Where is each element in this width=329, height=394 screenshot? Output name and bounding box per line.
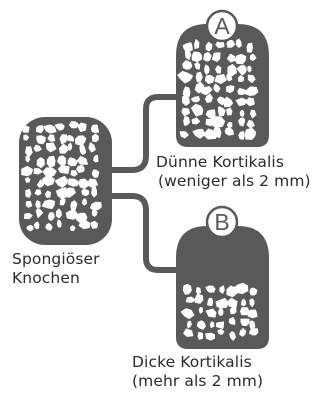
pore-shape [228, 122, 232, 128]
pore-shape [183, 61, 192, 69]
pore-shape [46, 224, 52, 230]
pore-shape [239, 118, 245, 126]
pore-shape [250, 299, 254, 306]
pore-shape [213, 53, 220, 62]
pore-shape [250, 288, 257, 295]
pore-shape [184, 117, 190, 126]
pore-shape [241, 319, 249, 325]
badge-a: A [207, 11, 237, 41]
pore-shape [205, 65, 209, 74]
pore-shape [239, 132, 244, 140]
pore-shape [218, 330, 224, 335]
pore-shape [211, 117, 224, 128]
pore-shape [229, 318, 234, 324]
thick-cortical-bone-icon [176, 226, 269, 349]
pore-shape [195, 294, 202, 303]
pore-shape [68, 143, 71, 150]
thin-cortical-bone-icon [176, 24, 269, 147]
pore-shape [91, 222, 97, 229]
badge-b-letter: B [214, 209, 229, 235]
pore-shape [57, 220, 61, 227]
pore-shape [216, 66, 221, 73]
pore-shape [82, 189, 89, 195]
pore-shape [197, 288, 201, 295]
pore-shape [184, 284, 192, 294]
pore-shape [83, 199, 87, 205]
pore-shape [57, 209, 62, 218]
pore-shape [242, 299, 246, 306]
pore-shape [47, 156, 55, 167]
pore-shape [192, 52, 201, 61]
pore-shape [43, 200, 55, 208]
pore-shape [37, 136, 45, 144]
pore-shape [204, 53, 211, 61]
pore-shape [71, 226, 75, 231]
pore-shape [35, 190, 41, 195]
pore-shape [220, 286, 224, 293]
pore-shape [225, 128, 233, 135]
pore-shape [247, 310, 257, 318]
pore-shape [26, 202, 31, 208]
option-b-label-line1: Dicke Kortikalis [132, 353, 252, 372]
pore-shape [26, 156, 30, 162]
pore-shape [247, 43, 252, 52]
option-b-label-line2: (mehr als 2 mm) [132, 372, 263, 391]
pore-shape [92, 125, 99, 133]
pore-shape [236, 39, 241, 47]
pore-shape [250, 329, 258, 335]
connector-line-to-b [112, 196, 176, 270]
pore-shape [22, 126, 29, 132]
pore-shape [35, 222, 39, 228]
pore-shape [206, 42, 212, 50]
pore-shape [25, 178, 29, 182]
pore-shape [240, 111, 244, 117]
pore-shape [214, 128, 221, 137]
pore-shape [91, 202, 102, 210]
pore-shape [60, 135, 66, 144]
pore-shape [198, 333, 202, 340]
pore-shape [22, 167, 33, 176]
pore-shape [37, 126, 44, 133]
pore-shape [37, 158, 44, 168]
pore-shape [60, 199, 65, 205]
pore-shape [219, 308, 223, 315]
pore-shape [205, 76, 214, 84]
pore-shape [239, 76, 244, 82]
pore-shape [25, 213, 32, 218]
pore-shape [71, 171, 77, 176]
pore-shape [26, 190, 31, 198]
source-label-line1: Spongiöser [12, 250, 100, 269]
pore-shape [227, 86, 234, 93]
pore-shape [235, 55, 246, 64]
pore-shape [36, 201, 40, 208]
pore-shape [245, 128, 255, 139]
pore-shape [93, 134, 99, 141]
pore-shape [217, 322, 224, 328]
source-label-line2: Knochen [12, 269, 80, 288]
pore-shape [77, 166, 85, 173]
pore-shape [211, 322, 214, 328]
pore-shape [92, 186, 97, 197]
pore-shape [248, 66, 251, 72]
option-a-label-line1: Dünne Kortikalis [156, 153, 284, 172]
option-a-label-line2: (weniger als 2 mm) [158, 172, 311, 191]
badge-b: B [207, 207, 237, 237]
pore-shape [24, 135, 29, 140]
pore-shape [227, 40, 235, 47]
spongy-bone-icon [19, 117, 112, 245]
pore-shape [92, 170, 98, 177]
pore-shape [230, 307, 236, 314]
pore-shape [206, 333, 215, 340]
pore-shape [227, 108, 232, 115]
badge-a-letter: A [214, 13, 230, 39]
pore-shape [58, 166, 69, 174]
pore-shape [185, 50, 190, 60]
pore-shape [199, 308, 202, 313]
pore-shape [67, 136, 74, 142]
pore-shape [79, 179, 88, 188]
pore-shape [27, 226, 33, 231]
